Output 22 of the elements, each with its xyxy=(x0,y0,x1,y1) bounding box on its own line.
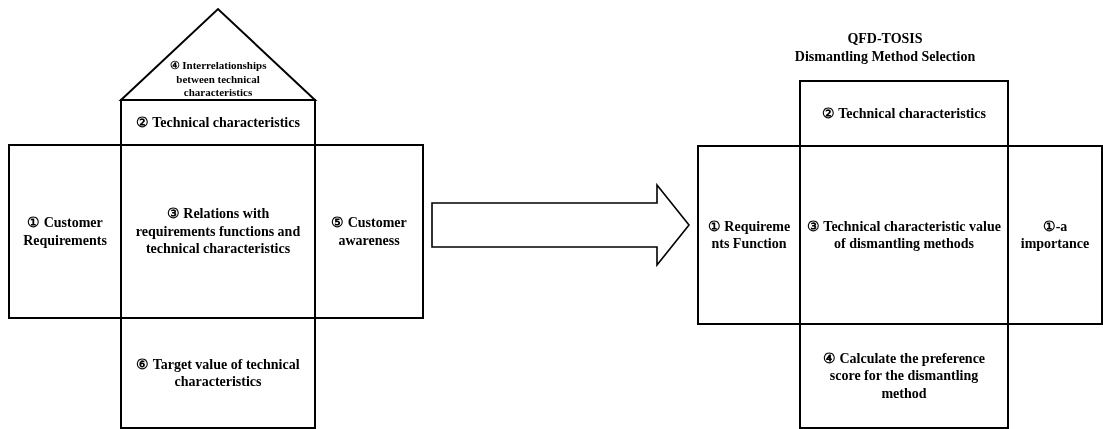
box-text: ③ Technical characteristic value of dismantling methods xyxy=(806,217,1002,253)
box-text: ①-a importance xyxy=(1019,217,1091,253)
matrix-box xyxy=(314,144,424,319)
matrix-box xyxy=(1007,145,1103,325)
diagram-heading: QFD-TOSIS Dismantling Method Selection xyxy=(793,30,977,65)
box-text: ⑥ Target value of technical characteristics xyxy=(135,355,301,391)
box-text: ④ Calculate the preference score for the dismantling method xyxy=(821,349,987,403)
box-text: ① Requireme nts Function xyxy=(706,217,792,253)
matrix-box xyxy=(120,317,316,429)
matrix-box xyxy=(697,145,801,325)
box-text: ③ Relations with requirements functions and technical characteristics xyxy=(134,205,302,258)
roof-triangle xyxy=(120,8,316,101)
matrix-box xyxy=(120,99,316,146)
matrix-box xyxy=(8,144,122,319)
matrix-box xyxy=(799,323,1009,429)
box-text: ② Technical characteristics xyxy=(135,113,301,132)
box-text: ① Customer Requirements xyxy=(22,214,108,249)
matrix-box xyxy=(799,80,1009,147)
block-arrow xyxy=(431,182,691,268)
box-text: ④ Interrelationships between technical characteristics xyxy=(168,59,268,100)
box-text: ⑤ Customer awareness xyxy=(330,214,408,249)
box-text: ② Technical characteristics xyxy=(821,104,987,123)
